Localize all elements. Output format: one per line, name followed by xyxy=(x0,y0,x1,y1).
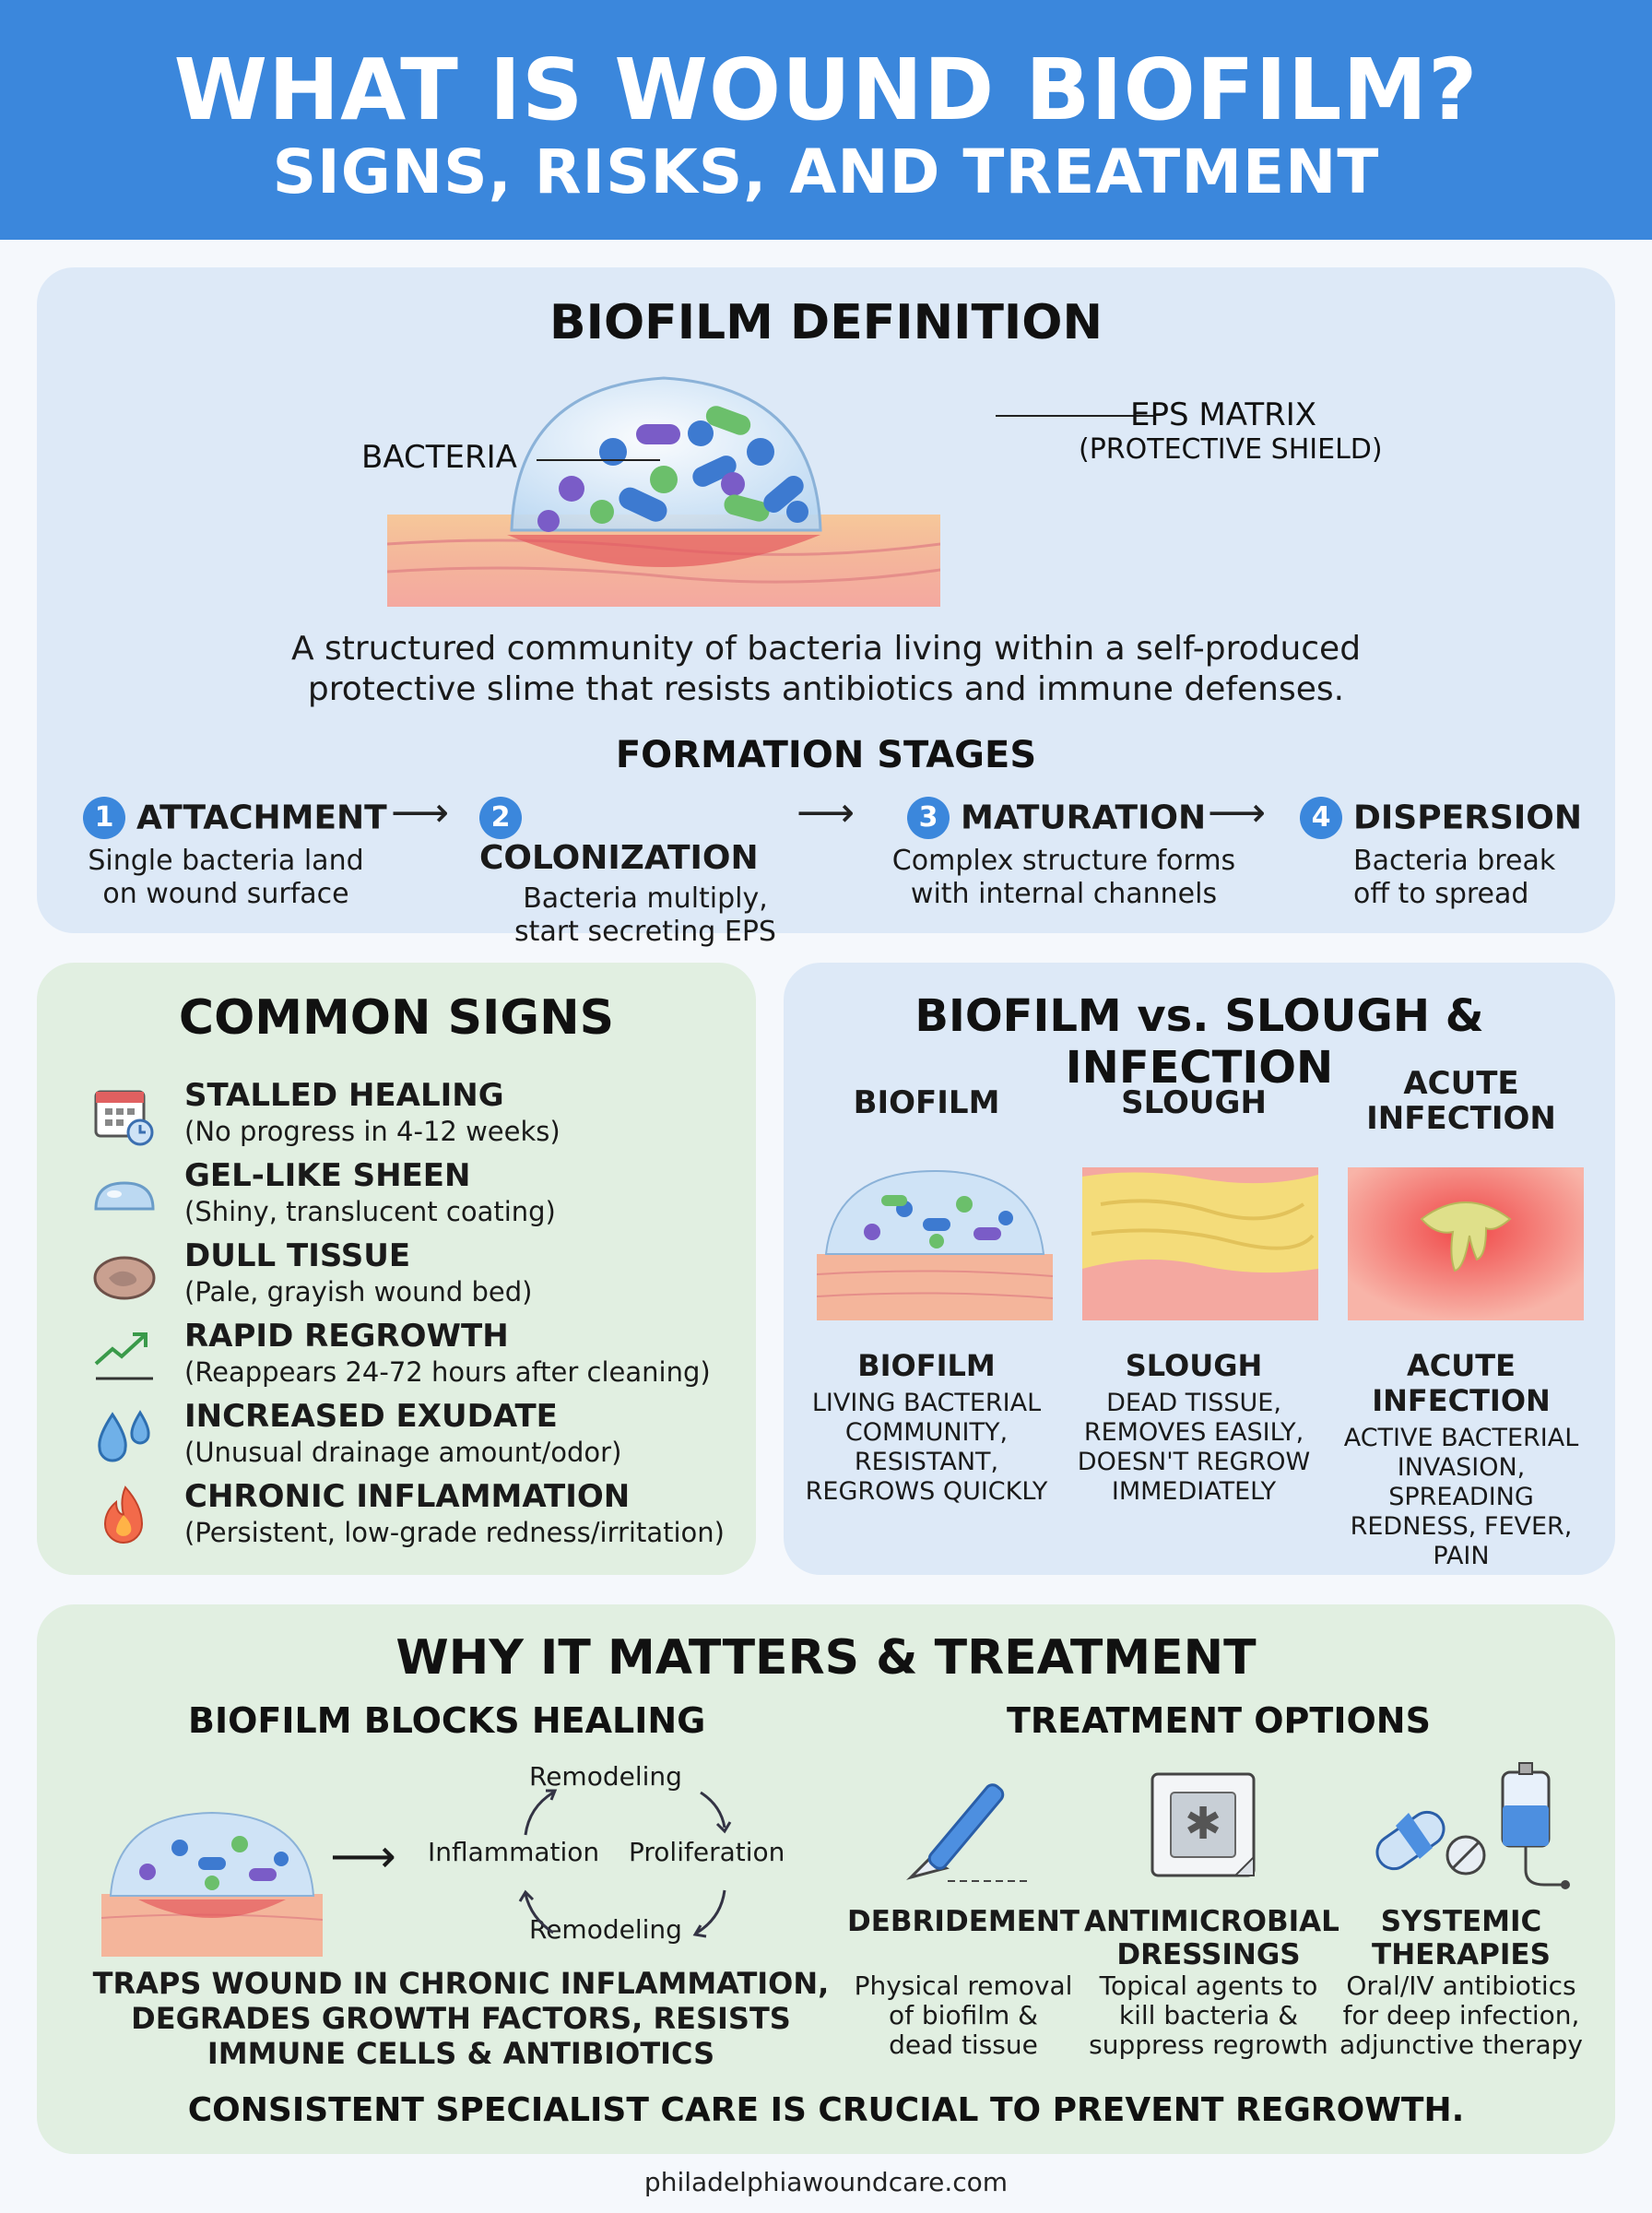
cycle-bottom-label: Remodeling xyxy=(529,1914,682,1945)
treatment-debridement: DEBRIDEMENT Physical removal of biofilm … xyxy=(847,1905,1080,2060)
sign-stalled-healing: STALLED HEALING (No progress in 4-12 wee… xyxy=(92,1077,738,1151)
svg-text:✱: ✱ xyxy=(1185,1798,1221,1850)
biofilm-small-illustration xyxy=(101,1811,323,1957)
scalpel-icon xyxy=(906,1783,1031,1882)
why-it-matters-panel: WHY IT MATTERS & TREATMENT BIOFILM BLOCK… xyxy=(37,1604,1615,2154)
drops-icon xyxy=(98,1410,150,1462)
treatment-options-heading: TREATMENT OPTIONS xyxy=(1007,1700,1431,1741)
gel-droplet-icon xyxy=(94,1181,155,1211)
comparison-heading: BIOFILM vs. SLOUGH & INFECTION xyxy=(914,990,1484,1094)
slough-thumbnail xyxy=(1082,1167,1318,1320)
sign-rapid-regrowth: RAPID REGROWTH (Reappears 24-72 hours af… xyxy=(92,1318,738,1391)
tissue-icon xyxy=(93,1256,156,1300)
stages-heading: FORMATION STAGES xyxy=(615,734,1037,776)
treatment-antimicrobial-dressings: ANTIMICROBIAL DRESSINGS Topical agents t… xyxy=(1084,1905,1339,2060)
sign-increased-exudate: INCREASED EXUDATE (Unusual drainage amou… xyxy=(92,1398,738,1472)
treatment-systemic-therapies: SYSTEMIC THERAPIES Oral/IV antibiotics f… xyxy=(1339,1905,1584,2060)
biofilm-thumbnail xyxy=(817,1169,1053,1320)
infection-thumbnail xyxy=(1348,1167,1584,1320)
comparison-column-acute-infection: ACUTE INFECTION xyxy=(1366,1065,1556,1137)
comparison-column-biofilm: BIOFILM xyxy=(853,1084,1000,1121)
common-signs-panel: COMMON SIGNS STALLED HEALING (No progres… xyxy=(37,963,756,1575)
footer-website[interactable]: philadelphiawoundcare.com xyxy=(643,2167,1009,2197)
label-eps-sub: (PROTECTIVE SHIELD) xyxy=(1079,433,1383,466)
header-banner: WHAT IS WOUND BIOFILM? SIGNS, RISKS, AND… xyxy=(0,0,1652,240)
comparison-panel: BIOFILM vs. SLOUGH & INFECTION BIOFILM B… xyxy=(784,963,1615,1575)
arrow-1: ⟶ xyxy=(391,789,450,836)
blocks-arrow: ⟶ xyxy=(330,1829,396,1883)
eps-leader-line xyxy=(996,415,1154,417)
definition-description: A structured community of bacteria livin… xyxy=(290,630,1362,708)
cycle-top-label: Remodeling xyxy=(529,1761,682,1792)
label-eps-matrix: EPS MATRIX xyxy=(1130,396,1317,433)
blocks-description: TRAPS WOUND IN CHRONIC INFLAMMATION, DEG… xyxy=(92,1966,830,2071)
page-subtitle: SIGNS, RISKS, AND TREATMENT xyxy=(272,136,1380,207)
blocks-healing-heading: BIOFILM BLOCKS HEALING xyxy=(188,1700,706,1741)
pill-iv-icon xyxy=(1375,1762,1570,1889)
closing-statement: CONSISTENT SPECIALIST CARE IS CRUCIAL TO… xyxy=(187,2091,1465,2129)
definition-heading: BIOFILM DEFINITION xyxy=(549,295,1103,350)
flame-icon xyxy=(103,1485,144,1544)
biofilm-illustration xyxy=(387,376,940,607)
signs-heading: COMMON SIGNS xyxy=(178,990,615,1046)
why-heading: WHY IT MATTERS & TREATMENT xyxy=(395,1630,1257,1686)
dressing-icon: ✱ xyxy=(1150,1772,1256,1877)
cycle-arrows xyxy=(518,1789,732,1938)
bacteria-leader-line xyxy=(537,459,660,461)
arrow-3: ⟶ xyxy=(1208,789,1267,836)
definition-panel: BIOFILM DEFINITION xyxy=(37,267,1615,948)
cycle-left-label: Inflammation xyxy=(428,1837,600,1867)
label-bacteria: BACTERIA xyxy=(361,439,517,476)
sign-dull-tissue: DULL TISSUE (Pale, grayish wound bed) xyxy=(92,1237,738,1311)
calendar-clock-icon xyxy=(94,1090,154,1146)
comparison-column-slough: SLOUGH xyxy=(1121,1084,1267,1121)
arrow-2: ⟶ xyxy=(796,789,856,836)
sign-gel-like-sheen: GEL-LIKE SHEEN (Shiny, translucent coati… xyxy=(92,1157,738,1231)
sign-chronic-inflammation: CHRONIC INFLAMMATION (Persistent, low-gr… xyxy=(92,1478,738,1552)
trend-up-icon xyxy=(94,1332,153,1380)
page-title: WHAT IS WOUND BIOFILM? xyxy=(173,41,1479,139)
stage-colonization: 2COLONIZATION Bacteria multiply,start se… xyxy=(479,797,811,949)
cycle-right-label: Proliferation xyxy=(629,1837,785,1867)
